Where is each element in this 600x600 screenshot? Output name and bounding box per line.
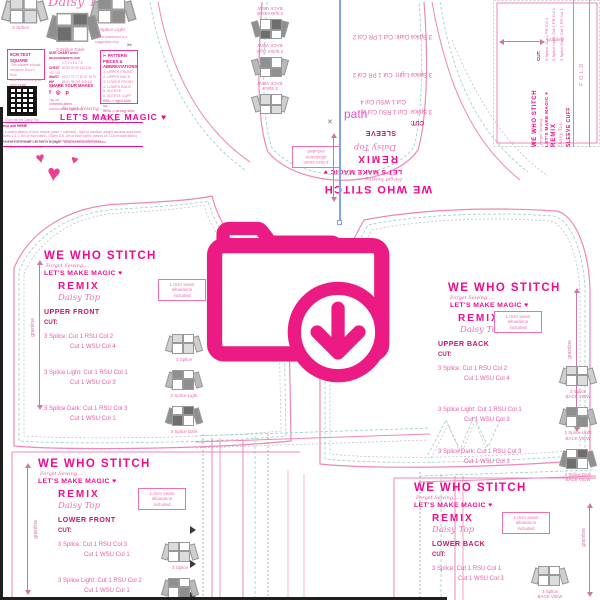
jacket-icon-3splice-dark-back — [558, 447, 598, 472]
download-folder-icon[interactable] — [206, 200, 396, 390]
sleeve-cuff-label-block: WE WHO STITCH Forget Sewing..... LET'S M… — [495, 0, 598, 147]
grainline-arrow — [586, 503, 593, 597]
grainline-arrow — [330, 133, 337, 202]
instagram-icon: ◎ — [55, 90, 61, 97]
facebook-icon: f — [49, 90, 51, 97]
magic-tagline-large: LET'S MAKE MAGIC ♥ — [60, 112, 168, 122]
jacket-icon-3splice-back — [558, 364, 598, 389]
path-endpoint-node[interactable] — [337, 220, 342, 225]
jacket-icon-3splice-light-large — [88, 0, 137, 27]
jacket-icon-3splice — [160, 540, 200, 565]
grainline-label: grainline — [547, 37, 565, 42]
brand-title: WE WHO STITCH — [414, 482, 527, 494]
scissors-icon: ✂ — [103, 53, 107, 58]
upper-back-label-block: WE WHO STITCH Forget Sewing..... LET'S M… — [438, 282, 598, 483]
lower-back-label-block: WE WHO STITCH Forget Sewing..... LET'S M… — [414, 482, 570, 600]
jacket-icon-3splice-light — [164, 368, 204, 393]
website-link[interactable]: www.wewhostitch.com.au — [63, 140, 106, 144]
path-line[interactable] — [339, 0, 341, 222]
jacket-icon-3splice-light-back — [250, 54, 290, 79]
fold-line: FOLD — [573, 0, 590, 147]
download-arrow-icon — [310, 301, 366, 360]
heart-icon: ♥ — [45, 159, 63, 187]
grainline-arrow — [573, 288, 580, 432]
grainline-label: grainline — [30, 318, 36, 337]
pattern-pieces-box: ✂ PATTERN PIECES & ABBREVIATIONS 1. UPPE… — [100, 50, 138, 122]
info-panel: Daisy Top 3 Splice 3 Splice Light 3 Spli… — [0, 0, 166, 150]
placement-note: Fabric placement is a suggestion only — [95, 35, 128, 44]
brand-title: WE WHO STITCH — [323, 183, 432, 195]
requirements: You will need: 2 x cotton fabrics of you… — [2, 124, 141, 144]
garment-script-title: Daisy Top — [48, 0, 113, 10]
piece-name: SLEEVE CUFF — [565, 107, 572, 147]
jacket-icon-3splice-back — [530, 564, 570, 589]
page-edge-bottom — [0, 597, 447, 600]
upper-front-label-block: WE WHO STITCH Forget Sewing..... LET'S M… — [44, 250, 206, 435]
jacket-icon-3splice — [164, 332, 204, 357]
scissors-icon: ✂ — [127, 43, 133, 49]
share-your-makes: SHARE YOUR MAKES f ◎ p Tag us! @wewho.st… — [49, 83, 94, 112]
footer-row: Print at 100% scale - do not 'fit to pag… — [2, 140, 144, 150]
page-edge-left — [0, 107, 3, 600]
x-marker: ✕ — [327, 119, 333, 126]
brand-title: WE WHO STITCH — [44, 250, 157, 262]
piece-name: UPPER FRONT — [44, 308, 100, 316]
path-label: path — [344, 107, 368, 121]
piece-name: SLEEVE — [365, 129, 396, 137]
grainline-arrow — [24, 463, 31, 595]
jacket-icon-3splice-large — [0, 0, 49, 27]
piece-name: LOWER BACK — [432, 540, 486, 548]
jacket-icon-3splice-back — [250, 92, 290, 117]
pinterest-icon: p — [65, 90, 69, 97]
grainline-arrow — [36, 260, 43, 410]
piece-name: LOWER FRONT — [58, 516, 116, 524]
jacket-icon-3splice-light-back — [558, 405, 598, 430]
size-chart: SIZE CHART BODY MEASUREMENTS (CM) 1 2 3 … — [49, 51, 97, 89]
piece-name: UPPER BACK — [438, 340, 490, 348]
test-square-box: 5CM TEST SQUARE This square should measu… — [7, 49, 45, 96]
sleeve-label-block: WE WHO STITCH Forget Sewing..... LET'S M… — [250, 6, 432, 195]
brand-title: WE WHO STITCH — [532, 89, 538, 147]
jacket-icon-3splice-dark-large — [46, 10, 102, 46]
brand-title: WE WHO STITCH — [448, 282, 561, 294]
qr-caption: Scan for the Daisy Top tutorial — [4, 118, 40, 127]
brand-title: WE WHO STITCH — [38, 458, 151, 470]
jacket-icon-3splice-dark — [164, 404, 204, 429]
lower-front-label-block: WE WHO STITCH Forget Sewing..... LET'S M… — [38, 458, 200, 600]
jacket-icon-3splice-dark-back — [250, 16, 290, 41]
qr-code — [7, 86, 37, 116]
grainline-label: grainline — [581, 528, 587, 547]
grainline-arrow — [499, 38, 545, 45]
